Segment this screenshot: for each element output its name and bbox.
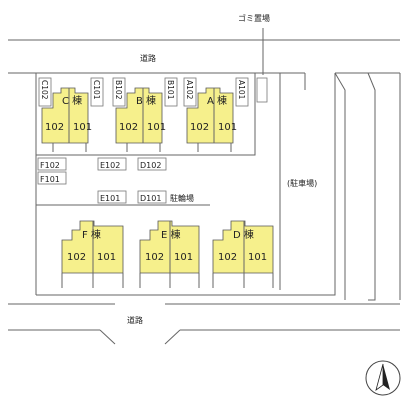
box-c102: C102 bbox=[40, 80, 49, 100]
unit-f102: 102 bbox=[67, 252, 86, 263]
box-e102: E102 bbox=[100, 161, 120, 170]
building-c: C102 C101 C 棟 102 101 bbox=[38, 77, 104, 152]
unit-e101: 101 bbox=[174, 252, 193, 263]
box-d102-frame bbox=[137, 157, 167, 171]
box-e101-frame bbox=[97, 190, 127, 204]
unit-f101: 101 bbox=[97, 252, 116, 263]
unit-d101: 101 bbox=[248, 252, 267, 263]
road-bottom-label: 道路 bbox=[127, 315, 143, 325]
box-f101-frame bbox=[37, 171, 67, 185]
building-e: E 棟 102 101 bbox=[139, 220, 200, 288]
building-b: B102 B101 B 棟 102 101 bbox=[112, 77, 178, 152]
unit-c102: 102 bbox=[45, 122, 64, 133]
bldg-a-label: A 棟 bbox=[207, 94, 227, 107]
bldg-d-label: D 棟 bbox=[233, 228, 254, 241]
box-d101-frame bbox=[137, 190, 167, 204]
unit-b101: 101 bbox=[147, 122, 166, 133]
road-bottom-gate-right bbox=[164, 329, 181, 345]
road-bottom-gate-left bbox=[99, 329, 116, 345]
road-top-label: 道路 bbox=[140, 53, 156, 63]
box-e101: E101 bbox=[100, 194, 120, 203]
building-d: D 棟 102 101 bbox=[212, 220, 274, 288]
box-a102: A102 bbox=[185, 80, 194, 100]
building-a: A102 A101 A 棟 102 101 bbox=[183, 77, 249, 152]
unit-a101: 101 bbox=[218, 122, 237, 133]
box-a101: A101 bbox=[237, 80, 246, 100]
bicycle-label: 駐輪場 bbox=[170, 193, 194, 203]
road-right bbox=[367, 72, 376, 301]
bldg-c-label: C 棟 bbox=[62, 94, 82, 107]
garbage-label: ゴミ置場 bbox=[238, 13, 270, 23]
bldg-b-label: B 棟 bbox=[136, 94, 156, 107]
box-f102: F102 bbox=[40, 161, 60, 170]
garbage-box bbox=[256, 77, 268, 103]
bldg-f-label: F 棟 bbox=[82, 228, 101, 241]
box-f102-frame bbox=[37, 157, 67, 171]
unit-e102: 102 bbox=[145, 252, 164, 263]
unit-d102: 102 bbox=[218, 252, 237, 263]
box-e102-frame bbox=[97, 157, 127, 171]
bldg-e-label: E 棟 bbox=[161, 228, 181, 241]
box-f101: F101 bbox=[40, 175, 60, 184]
unit-b102: 102 bbox=[119, 122, 138, 133]
building-f: F 棟 102 101 bbox=[61, 220, 124, 288]
box-c101: C101 bbox=[92, 80, 101, 100]
box-d102: D102 bbox=[140, 161, 161, 170]
parking-label: (駐車場) bbox=[287, 178, 317, 188]
north-arrow-icon bbox=[365, 360, 401, 396]
unit-c101: 101 bbox=[73, 122, 92, 133]
box-d101: D101 bbox=[140, 194, 161, 203]
unit-a102: 102 bbox=[190, 122, 209, 133]
site-outline bbox=[35, 72, 346, 300]
upper-row-divider bbox=[36, 73, 256, 156]
box-b102: B102 bbox=[114, 80, 123, 100]
box-b101: B101 bbox=[166, 80, 175, 100]
